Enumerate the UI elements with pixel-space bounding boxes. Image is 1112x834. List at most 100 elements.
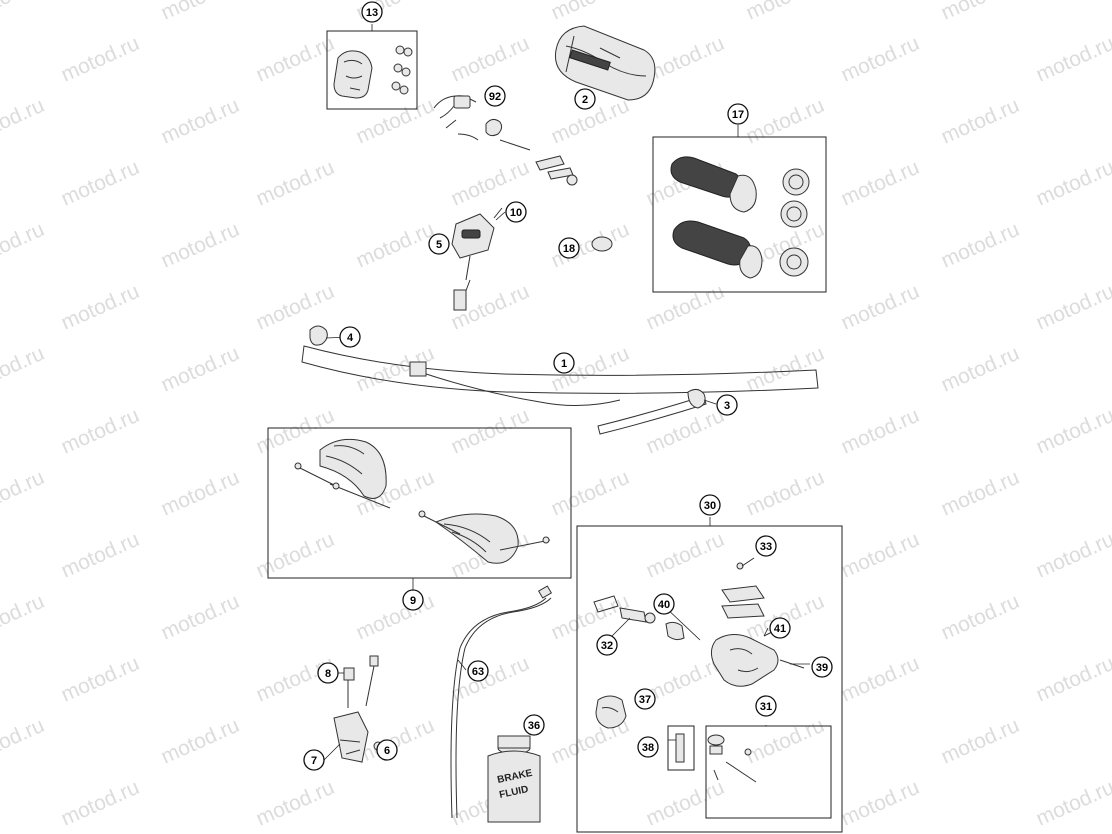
callout-label: 1: [561, 358, 567, 370]
watermark-text: motod.ru: [448, 652, 533, 707]
callout-label: 39: [816, 662, 828, 674]
frame-38: [667, 725, 695, 771]
callout-label: 41: [774, 623, 786, 635]
callout-63: 63: [467, 660, 489, 682]
watermark-text: motod.ru: [838, 156, 923, 211]
watermark-text: motod.ru: [58, 776, 143, 831]
watermark-text: motod.ru: [743, 714, 828, 769]
callout-label: 8: [325, 668, 331, 680]
watermark-text: motod.ru: [1033, 32, 1112, 87]
callout-label: 33: [760, 541, 772, 553]
callout-33: 33: [755, 535, 777, 557]
callout-circle: [523, 714, 545, 736]
callout-circle: [811, 656, 833, 678]
callout-1: 1: [553, 352, 575, 374]
part-36-brake-fluid-bottle: BRAKE FLUID: [487, 735, 541, 823]
callout-30: 30: [699, 494, 721, 516]
callout-label: 4: [347, 332, 354, 344]
callout-circle: [769, 617, 791, 639]
callout-13: 13: [361, 1, 383, 23]
callout-label: 30: [704, 500, 716, 512]
callout-37: 37: [634, 688, 656, 710]
watermark-text: motod.ru: [253, 528, 338, 583]
callout-circle: [467, 660, 489, 682]
watermark-text: motod.ru: [58, 32, 143, 87]
watermark-text: motod.ru: [938, 218, 1023, 273]
callout-5: 5: [428, 233, 450, 255]
part-17-grip-set: [670, 156, 810, 279]
callout-label: 18: [563, 243, 575, 255]
frame-31: [705, 725, 832, 819]
callout-label: 5: [436, 239, 442, 251]
watermark-text: motod.ru: [58, 280, 143, 335]
watermark-text: motod.ru: [838, 404, 923, 459]
watermark-text: motod.ru: [743, 466, 828, 521]
frame-9: [267, 427, 572, 579]
watermark-text: motod.ru: [158, 714, 243, 769]
watermark-text: motod.ru: [158, 342, 243, 397]
watermark-text: motod.ru: [58, 404, 143, 459]
callout-6: 6: [376, 739, 398, 761]
callout-circle: [699, 494, 721, 516]
callout-label: 13: [366, 7, 378, 19]
watermark-text: motod.ru: [938, 714, 1023, 769]
callout-label: 31: [760, 701, 772, 713]
watermark-text: motod.ru: [0, 218, 48, 273]
callout-32: 32: [596, 634, 618, 656]
watermark-text: motod.ru: [743, 94, 828, 149]
watermark-text: motod.ru: [838, 776, 923, 831]
watermark-text: motod.ru: [838, 32, 923, 87]
callout-circle: [637, 736, 659, 758]
watermark-text: motod.ru: [0, 714, 48, 769]
watermark-text: motod.ru: [58, 652, 143, 707]
watermark-text: motod.ru: [1033, 652, 1112, 707]
callout-36: 36: [523, 714, 545, 736]
part-31-small-parts: [707, 734, 757, 783]
part-8-6-7-brackets: [333, 655, 383, 763]
callout-label: 32: [601, 640, 613, 652]
part-13-clamp-set: [333, 45, 413, 99]
watermark-text: motod.ru: [158, 466, 243, 521]
callout-label: 2: [582, 94, 588, 106]
watermark-text: motod.ru: [253, 776, 338, 831]
callout-2: 2: [574, 88, 596, 110]
callout-label: 7: [311, 755, 317, 767]
callout-9: 9: [402, 589, 424, 611]
watermark-text: motod.ru: [1033, 776, 1112, 831]
part-32-piston: [593, 595, 685, 641]
callout-circle: [303, 749, 325, 771]
callout-circle: [553, 352, 575, 374]
callout-circle: [716, 394, 738, 416]
watermark-text: motod.ru: [253, 32, 338, 87]
callout-label: 17: [732, 109, 744, 121]
watermark-text: motod.ru: [643, 280, 728, 335]
part-18-washer: [591, 236, 613, 252]
watermark-text: motod.ru: [643, 32, 728, 87]
callout-10: 10: [505, 201, 527, 223]
watermark-text: motod.ru: [1033, 528, 1112, 583]
watermark-text: motod.ru: [0, 342, 48, 397]
callout-3: 3: [716, 394, 738, 416]
watermark-text: motod.ru: [548, 590, 633, 645]
part-63-brake-hose: [450, 585, 553, 819]
callout-label: 10: [510, 207, 522, 219]
callout-label: 37: [639, 694, 651, 706]
watermark-text: motod.ru: [938, 94, 1023, 149]
callout-41: 41: [769, 617, 791, 639]
callout-40: 40: [653, 593, 675, 615]
callout-39: 39: [811, 656, 833, 678]
watermark-text: motod.ru: [643, 404, 728, 459]
callout-7: 7: [303, 749, 325, 771]
callout-circle: [727, 103, 749, 125]
watermark-text: motod.ru: [0, 94, 48, 149]
watermark-text: motod.ru: [253, 156, 338, 211]
part-1-handlebar: [301, 325, 819, 407]
watermark-text: motod.ru: [253, 280, 338, 335]
callout-92: 92: [484, 85, 506, 107]
callout-17: 17: [727, 103, 749, 125]
watermark-text: motod.ru: [353, 590, 438, 645]
callout-label: 36: [528, 720, 540, 732]
part-33-reservoir-cover: [721, 562, 765, 619]
